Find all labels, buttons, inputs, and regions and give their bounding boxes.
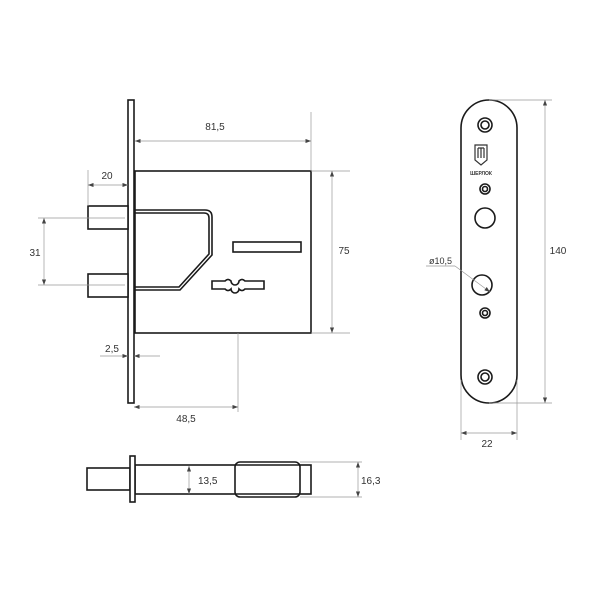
small-hole: [481, 185, 489, 193]
logo-text: ШЕРЛОК: [470, 171, 493, 177]
side-view: 13,5 16,3: [86, 455, 381, 503]
cover-side: [234, 461, 301, 498]
dim-22: 22: [481, 439, 493, 450]
dim-d10-5: ø10,5: [429, 256, 452, 266]
strike-plate-outline: [460, 99, 518, 404]
bolt-bracket-inner: [135, 212, 210, 288]
dim-20: 20: [101, 171, 113, 182]
keyhole: [211, 278, 265, 294]
bolt-upper: [87, 205, 129, 230]
screw-hole-bottom: [480, 372, 490, 382]
dim-2-5: 2,5: [105, 344, 119, 355]
dim-81-5: 81,5: [205, 122, 225, 133]
logo-icon: [474, 144, 488, 166]
bolt-hole: [471, 274, 493, 296]
dim-16-3: 16,3: [361, 476, 381, 487]
strike-plate: ШЕРЛОК ø10,5 140 22: [426, 99, 567, 450]
bolt-bracket: [135, 209, 213, 291]
slot: [232, 241, 302, 253]
front-view: [87, 99, 312, 404]
dim-140: 140: [550, 246, 567, 257]
front-dimensions: 81,5 20 31 75 2,5 48,5: [29, 112, 350, 425]
bolt-lower: [87, 273, 129, 298]
large-hole: [474, 207, 496, 229]
faceplate-side: [129, 455, 136, 503]
dim-13-5: 13,5: [198, 476, 218, 487]
dim-48-5: 48,5: [176, 414, 196, 425]
bolt-side: [86, 467, 131, 491]
dim-75: 75: [338, 246, 350, 257]
dim-31: 31: [29, 248, 41, 259]
screw-hole-top: [480, 120, 490, 130]
faceplate: [127, 99, 135, 404]
